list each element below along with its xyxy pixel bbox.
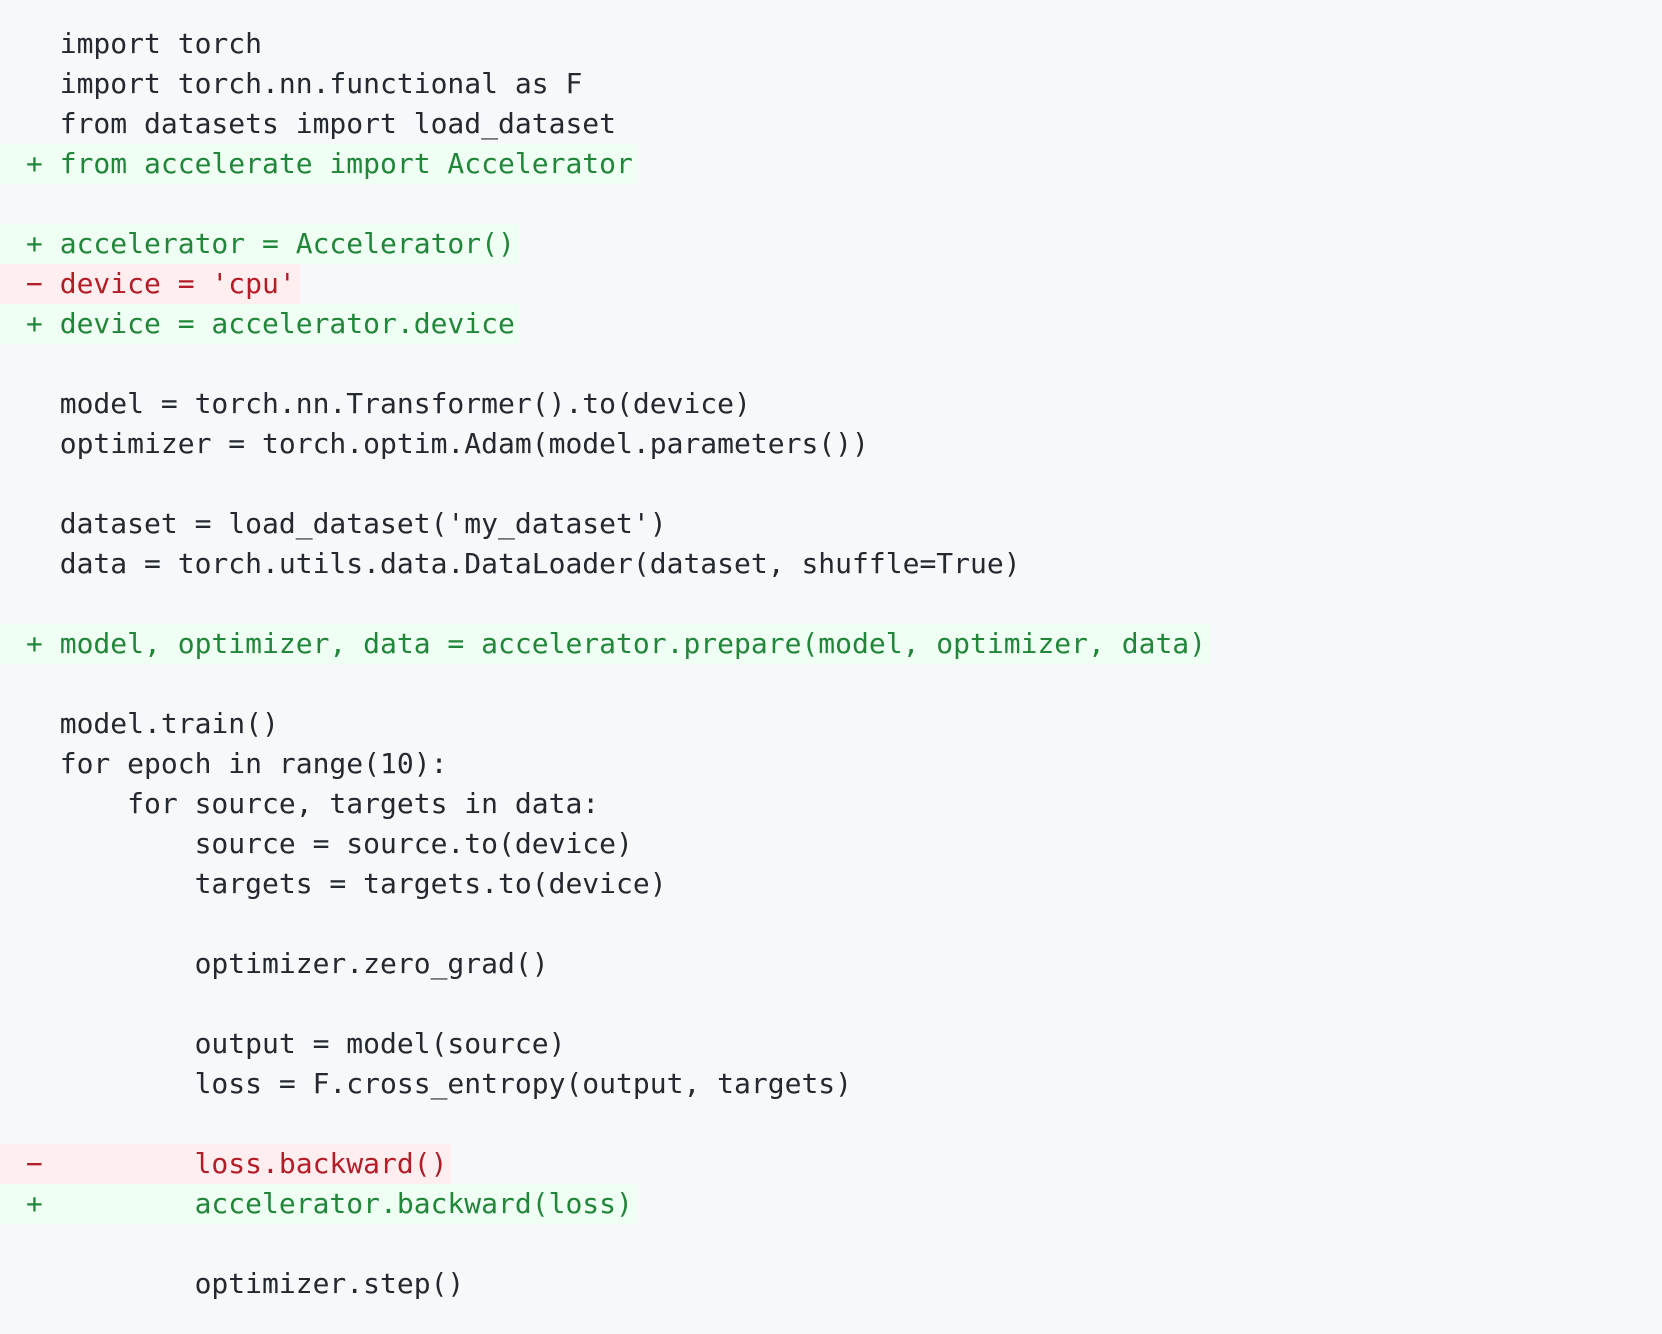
diff-line-text: optimizer.zero_grad() [26, 947, 549, 980]
diff-line-text: + model, optimizer, data = accelerator.p… [0, 624, 1211, 664]
diff-line-text: for epoch in range(10): [26, 747, 448, 780]
diff-line-text [0, 1104, 30, 1144]
diff-line-text: − device = 'cpu' [0, 264, 300, 304]
diff-line-text: output = model(source) [26, 1027, 566, 1060]
diff-line-text: for source, targets in data: [26, 787, 600, 820]
diff-line-text: + accelerator.backward(loss) [0, 1184, 637, 1224]
diff-line-text: data = torch.utils.data.DataLoader(datas… [26, 547, 1021, 580]
diff-line-11: optimizer = torch.optim.Adam(model.param… [0, 424, 1662, 464]
diff-line-23 [0, 904, 1662, 944]
diff-line-text: optimizer = torch.optim.Adam(model.param… [26, 427, 869, 460]
diff-line-15 [0, 584, 1662, 624]
diff-line-text [0, 1224, 30, 1264]
diff-line-text [0, 344, 30, 384]
diff-line-30: + accelerator.backward(loss) [0, 1184, 1662, 1224]
diff-line-text [0, 984, 30, 1024]
diff-line-6: + accelerator = Accelerator() [0, 224, 1662, 264]
diff-line-text [0, 904, 30, 944]
diff-line-text: + from accelerate import Accelerator [0, 144, 637, 184]
diff-line-12 [0, 464, 1662, 504]
diff-line-text [0, 584, 30, 624]
diff-line-27: loss = F.cross_entropy(output, targets) [0, 1064, 1662, 1104]
diff-line-22: targets = targets.to(device) [0, 864, 1662, 904]
diff-line-text: loss = F.cross_entropy(output, targets) [26, 1067, 853, 1100]
diff-line-text [0, 464, 30, 504]
diff-line-3: from datasets import load_dataset [0, 104, 1662, 144]
diff-line-7: − device = 'cpu' [0, 264, 1662, 304]
diff-line-text: import torch [26, 27, 263, 60]
diff-line-1: import torch [0, 24, 1662, 64]
diff-line-text: + accelerator = Accelerator() [0, 224, 519, 264]
diff-line-19: for epoch in range(10): [0, 744, 1662, 784]
diff-line-text: optimizer.step() [26, 1267, 465, 1300]
diff-line-18: model.train() [0, 704, 1662, 744]
diff-line-31 [0, 1224, 1662, 1264]
diff-line-text: model.train() [26, 707, 279, 740]
diff-line-text [0, 664, 30, 704]
diff-line-text: − loss.backward() [0, 1144, 452, 1184]
diff-line-21: source = source.to(device) [0, 824, 1662, 864]
diff-line-25 [0, 984, 1662, 1024]
diff-line-text: dataset = load_dataset('my_dataset') [26, 507, 667, 540]
diff-line-13: dataset = load_dataset('my_dataset') [0, 504, 1662, 544]
diff-line-text [0, 184, 30, 224]
diff-line-text: import torch.nn.functional as F [26, 67, 583, 100]
diff-line-24: optimizer.zero_grad() [0, 944, 1662, 984]
diff-line-9 [0, 344, 1662, 384]
diff-line-14: data = torch.utils.data.DataLoader(datas… [0, 544, 1662, 584]
diff-line-10: model = torch.nn.Transformer().to(device… [0, 384, 1662, 424]
diff-line-29: − loss.backward() [0, 1144, 1662, 1184]
diff-line-16: + model, optimizer, data = accelerator.p… [0, 624, 1662, 664]
diff-line-2: import torch.nn.functional as F [0, 64, 1662, 104]
diff-line-26: output = model(source) [0, 1024, 1662, 1064]
diff-line-20: for source, targets in data: [0, 784, 1662, 824]
diff-line-text: model = torch.nn.Transformer().to(device… [26, 387, 751, 420]
diff-line-32: optimizer.step() [0, 1264, 1662, 1304]
diff-line-17 [0, 664, 1662, 704]
diff-line-text: targets = targets.to(device) [26, 867, 667, 900]
diff-line-8: + device = accelerator.device [0, 304, 1662, 344]
diff-line-4: + from accelerate import Accelerator [0, 144, 1662, 184]
diff-line-28 [0, 1104, 1662, 1144]
diff-line-5 [0, 184, 1662, 224]
diff-line-text: + device = accelerator.device [0, 304, 519, 344]
diff-line-text: from datasets import load_dataset [26, 107, 617, 140]
diff-line-text: source = source.to(device) [26, 827, 633, 860]
